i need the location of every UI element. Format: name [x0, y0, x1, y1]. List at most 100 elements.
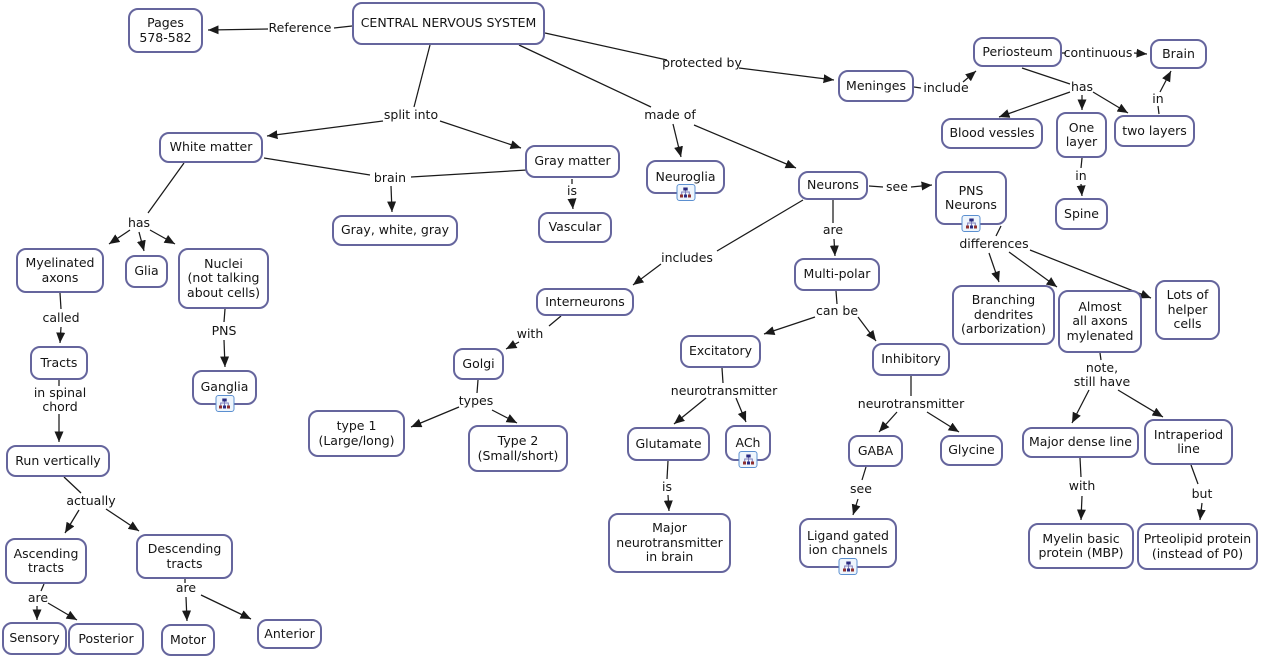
node-intraperiod-line[interactable]: Intraperiod line — [1144, 419, 1233, 465]
connector-run-vertically-to-actually — [63, 476, 82, 494]
node-gray-white-gray[interactable]: Gray, white, gray — [332, 215, 458, 246]
node-motor[interactable]: Motor — [161, 624, 215, 656]
link-label-has-white[interactable]: has — [127, 215, 151, 230]
link-label-are-descending[interactable]: are — [175, 580, 197, 595]
link-label-pns-label[interactable]: PNS — [211, 323, 237, 338]
connector-white-matter-to-has-white — [147, 162, 185, 214]
link-label-neurotransmitter-exc[interactable]: neurotransmitter — [670, 383, 778, 398]
node-ligand-gated[interactable]: Ligand gated ion channels — [799, 518, 897, 575]
connector-one-layer-to-in-one-layer — [1080, 157, 1083, 169]
link-label-with-mdl[interactable]: with — [1068, 478, 1096, 493]
connector-almost-all-axons-to-note-still-have — [1099, 352, 1102, 361]
node-myelin-basic-protein[interactable]: Myelin basic protein (MBP) — [1028, 523, 1134, 569]
cmap-resource-icon[interactable] — [961, 215, 981, 232]
node-label-golgi: Golgi — [462, 355, 495, 371]
link-label-is-glutamate[interactable]: is — [662, 479, 672, 494]
node-one-layer[interactable]: One layer — [1056, 112, 1107, 158]
node-major-dense-line[interactable]: Major dense line — [1022, 427, 1139, 458]
link-label-in-one-layer[interactable]: in — [1075, 168, 1087, 183]
node-vascular[interactable]: Vascular — [538, 212, 612, 243]
node-lots-helper-cells[interactable]: Lots of helper cells — [1155, 280, 1220, 340]
cmap-resource-icon[interactable] — [676, 184, 695, 201]
node-almost-all-axons[interactable]: Almost all axons mylenated — [1058, 290, 1142, 353]
link-label-brain-label[interactable]: brain — [373, 170, 407, 185]
link-label-neurotransmitter-inh[interactable]: neurotransmitter — [857, 396, 965, 411]
node-gaba[interactable]: GABA — [848, 435, 903, 467]
node-nuclei[interactable]: Nuclei (not talking about cells) — [178, 248, 269, 309]
link-label-include[interactable]: include — [923, 80, 969, 95]
node-golgi[interactable]: Golgi — [453, 348, 504, 380]
node-label-almost-all-axons: Almost all axons mylenated — [1066, 298, 1134, 343]
node-glia[interactable]: Glia — [125, 255, 168, 288]
cmap-resource-icon[interactable] — [215, 395, 234, 412]
node-myelinated-axons[interactable]: Myelinated axons — [16, 248, 104, 293]
node-pns-neurons[interactable]: PNS Neurons — [935, 171, 1007, 232]
node-spine[interactable]: Spine — [1055, 198, 1108, 230]
node-tracts[interactable]: Tracts — [30, 346, 88, 380]
node-label-type1: type 1 (Large/long) — [318, 418, 395, 448]
node-blood-vessles[interactable]: Blood vessles — [941, 118, 1043, 149]
node-gray-matter[interactable]: Gray matter — [525, 145, 620, 178]
node-neurons[interactable]: Neurons — [798, 171, 868, 200]
node-posterior[interactable]: Posterior — [68, 623, 144, 655]
node-two-layers[interactable]: two layers — [1114, 115, 1195, 147]
link-label-reference[interactable]: Reference — [268, 20, 332, 35]
link-label-split-into[interactable]: split into — [383, 107, 439, 122]
node-neuroglia[interactable]: Neuroglia — [646, 160, 725, 201]
cmap-resource-icon[interactable] — [738, 451, 758, 468]
link-label-can-be[interactable]: can be — [815, 303, 859, 318]
node-ach[interactable]: ACh — [725, 425, 771, 468]
link-label-note-still-have[interactable]: note, still have — [1073, 360, 1131, 389]
node-label-pages: Pages 578-582 — [139, 15, 192, 45]
node-descending-tracts[interactable]: Descending tracts — [136, 534, 233, 579]
node-periosteum[interactable]: Periosteum — [973, 37, 1062, 67]
node-ganglia[interactable]: Ganglia — [192, 370, 257, 412]
link-label-types[interactable]: types — [458, 393, 494, 408]
node-label-descending-tracts: Descending tracts — [147, 541, 222, 571]
link-label-differences[interactable]: differences — [959, 236, 1029, 251]
connector-but-to-prteolipid-protein — [1196, 502, 1206, 521]
node-anterior[interactable]: Anterior — [257, 619, 322, 649]
link-label-continuous[interactable]: continuous — [1063, 45, 1133, 60]
node-type2[interactable]: Type 2 (Small/short) — [468, 425, 568, 472]
node-prteolipid-protein[interactable]: Prteolipid protein (instead of P0) — [1137, 523, 1258, 570]
node-glutamate[interactable]: Glutamate — [627, 427, 710, 461]
node-ascending-tracts[interactable]: Ascending tracts — [5, 538, 87, 584]
link-label-see-neurons[interactable]: see — [886, 179, 908, 194]
node-multi-polar[interactable]: Multi-polar — [794, 258, 880, 291]
link-label-is-gray[interactable]: is — [567, 183, 577, 198]
node-meninges[interactable]: Meninges — [838, 70, 914, 102]
link-label-called[interactable]: called — [42, 310, 80, 325]
link-label-in-two-layers[interactable]: in — [1152, 91, 1164, 106]
node-cns[interactable]: CENTRAL NERVOUS SYSTEM — [352, 2, 545, 45]
link-label-with-golgi[interactable]: with — [516, 326, 544, 341]
node-brain[interactable]: Brain — [1150, 39, 1207, 69]
link-label-in-spinal-chord[interactable]: in spinal chord — [33, 385, 87, 414]
node-label-lots-helper-cells: Lots of helper cells — [1166, 287, 1209, 332]
node-white-matter[interactable]: White matter — [159, 132, 263, 163]
cmap-resource-icon[interactable] — [838, 558, 858, 575]
connector-made-of-to-neurons — [693, 124, 797, 169]
link-label-protected-by[interactable]: protected by — [662, 55, 742, 70]
node-sensory[interactable]: Sensory — [2, 622, 67, 655]
node-glycine[interactable]: Glycine — [940, 435, 1003, 466]
node-major-neurotransmitter[interactable]: Major neurotransmitter in brain — [608, 513, 731, 573]
node-interneurons[interactable]: Interneurons — [536, 288, 634, 316]
connector-is-glutamate-to-major-neurotransmitter — [663, 494, 673, 512]
link-label-are-ascending[interactable]: are — [27, 590, 49, 605]
node-label-posterior: Posterior — [78, 630, 134, 646]
node-pages[interactable]: Pages 578-582 — [128, 8, 203, 53]
link-label-made-of[interactable]: made of — [644, 107, 696, 122]
link-label-are-neurons[interactable]: are — [822, 222, 844, 237]
link-label-see-gaba[interactable]: see — [850, 481, 872, 496]
link-label-includes[interactable]: includes — [661, 250, 713, 265]
link-label-has-periosteum[interactable]: has — [1070, 79, 1094, 94]
connector-cns-to-reference — [333, 25, 353, 29]
node-excitatory[interactable]: Excitatory — [680, 335, 761, 368]
node-branching-dendrites[interactable]: Branching dendrites (arborization) — [952, 285, 1055, 345]
link-label-but[interactable]: but — [1191, 486, 1213, 501]
node-inhibitory[interactable]: Inhibitory — [872, 343, 950, 376]
node-run-vertically[interactable]: Run vertically — [6, 445, 110, 477]
node-type1[interactable]: type 1 (Large/long) — [308, 410, 405, 457]
link-label-actually[interactable]: actually — [66, 493, 116, 508]
